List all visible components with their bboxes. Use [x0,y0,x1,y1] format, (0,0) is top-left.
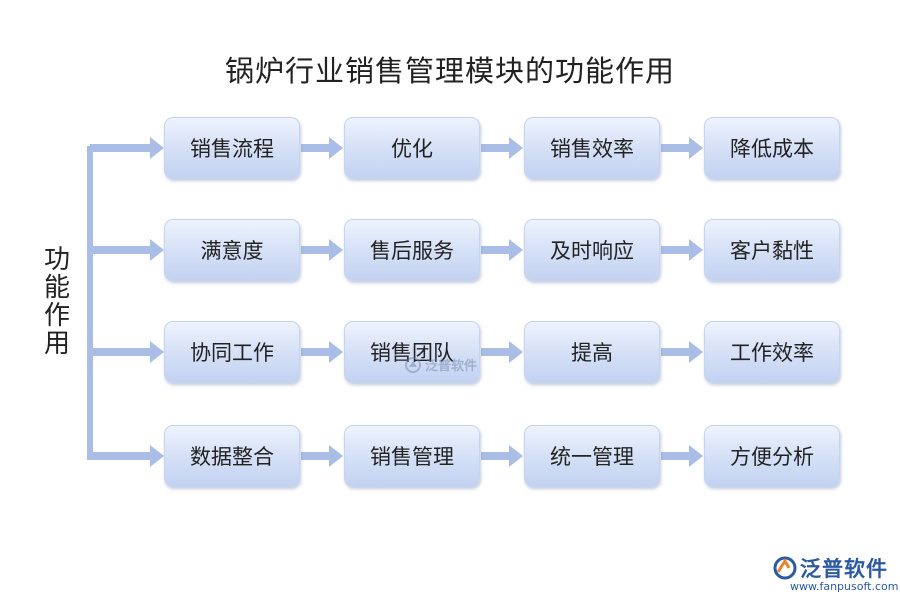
side-label-char: 功 [43,245,70,275]
arrow [301,445,343,467]
arrow [661,239,703,261]
box-r1-c4: 降低成本 [704,117,840,179]
arrow [90,341,164,363]
arrow [661,341,703,363]
brand-logo: 泛普软件 www.fanpusoft.com [770,553,899,597]
watermark: 泛普软件 [404,355,477,374]
arrow [661,445,703,467]
box-r4-c2: 销售管理 [344,425,480,487]
side-label-char: 用 [43,329,70,359]
box-r2-c1: 满意度 [164,219,300,281]
brand-name: 泛普软件 [800,557,888,581]
diagram-title: 锅炉行业销售管理模块的功能作用 [224,54,675,88]
box-r2-c2: 售后服务 [344,219,480,281]
box-r2-c4: 客户黏性 [704,219,840,281]
box-r3-c1: 协同工作 [164,321,300,383]
arrow [301,341,343,363]
brand-logo-icon [773,556,797,580]
watermark-logo-icon [405,356,421,373]
column-arrows [301,137,703,467]
box-r3-c4: 工作效率 [704,321,840,383]
box-r4-c1: 数据整合 [164,425,300,487]
box-r1-c3: 销售效率 [524,117,660,179]
box-r3-c2: 销售团队 [344,321,480,383]
arrow [90,239,164,261]
box-r3-c3: 提高 [524,321,660,383]
arrow [301,137,343,159]
trunk-line [87,146,93,460]
arrow [481,239,523,261]
arrow [90,137,164,159]
side-label: 功 能 作 用 [38,246,76,358]
side-label-char: 能 [43,273,70,303]
box-r2-c3: 及时响应 [524,219,660,281]
arrow [481,341,523,363]
box-r4-c4: 方便分析 [704,425,840,487]
box-r4-c3: 统一管理 [524,425,660,487]
brand-url: www.fanpusoft.com [790,580,899,593]
arrow [301,239,343,261]
arrow [90,445,164,467]
side-label-char: 作 [43,301,70,331]
box-r1-c2: 优化 [344,117,480,179]
arrow [661,137,703,159]
box-r1-c1: 销售流程 [164,117,300,179]
watermark-text: 泛普软件 [425,359,478,374]
arrow [481,137,523,159]
arrow [481,445,523,467]
trunk-arrows [90,137,164,467]
